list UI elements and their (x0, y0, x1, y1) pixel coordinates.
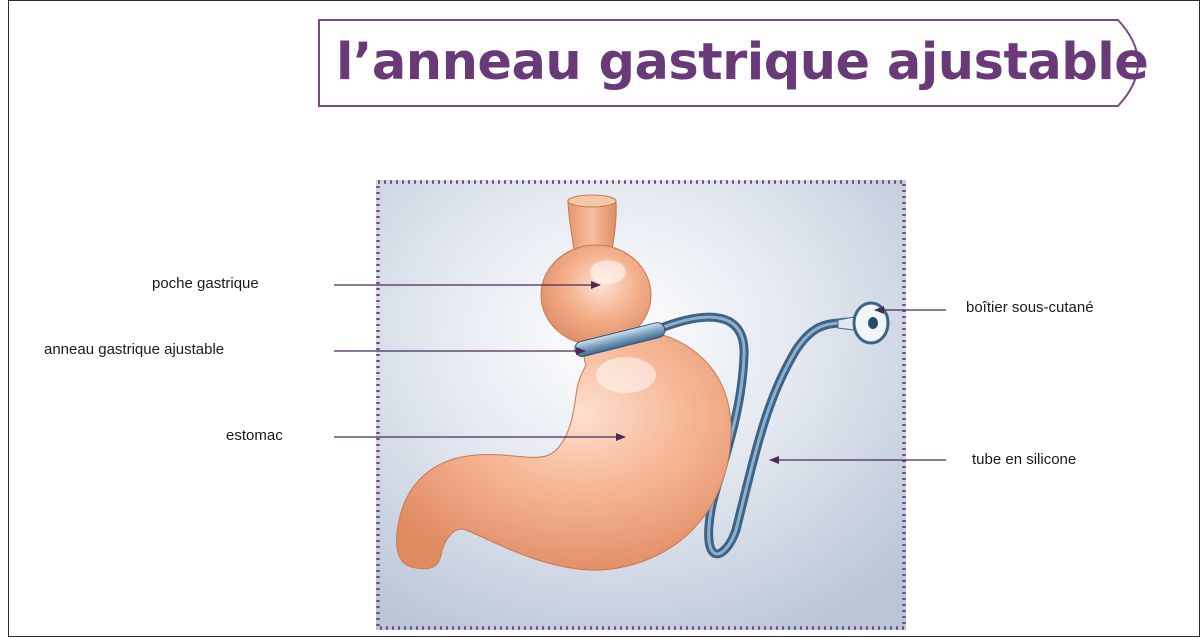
label-estomac: estomac (226, 427, 283, 445)
label-boitier-sous-cutane: boîtier sous-cutané (966, 299, 1094, 317)
label-poche-gastrique: poche gastrique (152, 275, 259, 293)
label-tube-silicone: tube en silicone (972, 451, 1076, 469)
label-anneau-gastrique: anneau gastrique ajustable (44, 341, 224, 359)
